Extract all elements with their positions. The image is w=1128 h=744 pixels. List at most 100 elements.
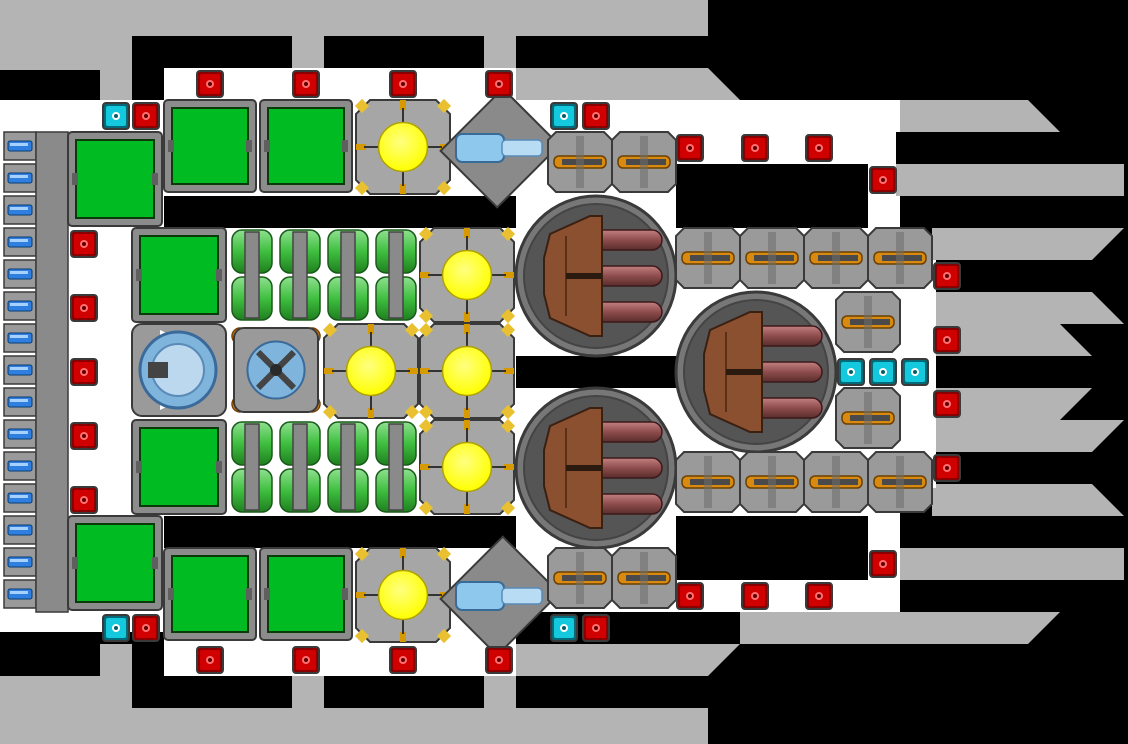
ship-blocks <box>3 70 961 674</box>
cooling-unit <box>439 87 561 209</box>
red-block <box>676 582 704 610</box>
thruster <box>611 547 677 609</box>
battery-cell <box>3 323 37 353</box>
cyan-block <box>550 614 578 642</box>
battery-cell <box>3 515 37 545</box>
battery-cell <box>3 579 37 609</box>
empty-void <box>516 356 678 388</box>
hull-plate <box>932 484 1124 516</box>
storage-crate <box>131 227 227 323</box>
cyan-block <box>837 358 865 386</box>
fuel-tank <box>279 229 321 321</box>
hull-plate <box>896 164 1124 196</box>
battery-cell <box>3 195 37 225</box>
red-block <box>132 102 160 130</box>
red-block <box>933 454 961 482</box>
thruster <box>867 227 933 289</box>
thruster <box>675 451 741 513</box>
red-block <box>741 134 769 162</box>
power-core <box>418 226 516 324</box>
battery-rail <box>35 131 69 613</box>
deck-floor <box>516 100 900 132</box>
heavy-cannon <box>674 290 838 454</box>
hull-plate <box>516 68 740 100</box>
power-core <box>418 418 516 516</box>
red-block <box>741 582 769 610</box>
battery-cell <box>3 483 37 513</box>
red-block <box>933 262 961 290</box>
power-core <box>322 322 420 420</box>
battery-cell <box>3 131 37 161</box>
hull-plate <box>516 644 740 676</box>
red-block <box>485 70 513 98</box>
storage-crate <box>131 419 227 515</box>
thruster <box>547 131 613 193</box>
battery-cell <box>3 419 37 449</box>
battery-cell <box>3 355 37 385</box>
battery-cell <box>3 451 37 481</box>
hull-plate <box>484 36 516 70</box>
cooling-fan <box>233 327 319 413</box>
thruster <box>835 291 901 353</box>
red-block <box>292 646 320 674</box>
deck-floor <box>676 132 896 168</box>
hull-plate <box>0 0 708 36</box>
red-block <box>805 582 833 610</box>
thruster <box>675 227 741 289</box>
hull-plate <box>0 708 708 744</box>
thruster <box>803 227 869 289</box>
storage-crate <box>163 99 257 193</box>
storage-crate <box>67 515 163 611</box>
red-block <box>70 294 98 322</box>
red-block <box>70 486 98 514</box>
hull-plate <box>0 36 100 70</box>
battery-cell <box>3 387 37 417</box>
hull-plate <box>932 388 1092 420</box>
cyan-block <box>550 102 578 130</box>
storage-crate <box>259 99 353 193</box>
hull-plate <box>292 36 324 70</box>
hull-plate <box>100 644 132 708</box>
battery-cell <box>3 227 37 257</box>
heavy-cannon <box>514 386 678 550</box>
red-block <box>933 326 961 354</box>
cyan-block <box>102 614 130 642</box>
red-block <box>805 134 833 162</box>
power-core <box>354 98 452 196</box>
empty-void <box>164 516 516 548</box>
battery-cell <box>3 291 37 321</box>
hull-plate <box>0 676 100 708</box>
power-core <box>418 322 516 420</box>
storage-crate <box>259 547 353 641</box>
thruster <box>835 387 901 449</box>
storage-crate <box>163 547 257 641</box>
thruster <box>547 547 613 609</box>
storage-crate <box>67 131 163 227</box>
battery-cell <box>3 259 37 289</box>
fuel-tank <box>279 421 321 513</box>
fuel-tank <box>231 229 273 321</box>
thruster <box>803 451 869 513</box>
red-block <box>70 230 98 258</box>
thruster <box>867 451 933 513</box>
battery-cell <box>3 163 37 193</box>
red-block <box>582 102 610 130</box>
hull-plate <box>932 292 1124 324</box>
red-block <box>292 70 320 98</box>
red-block <box>389 70 417 98</box>
red-block <box>485 646 513 674</box>
fuel-tank <box>231 421 273 513</box>
red-block <box>132 614 160 642</box>
fuel-tank <box>327 421 369 513</box>
hull-plate <box>932 420 1124 452</box>
red-block <box>933 390 961 418</box>
hull-plate <box>932 228 1124 260</box>
hull-plate <box>896 548 1124 580</box>
red-block <box>582 614 610 642</box>
cyan-block <box>102 102 130 130</box>
fuel-tank <box>375 421 417 513</box>
red-block <box>70 358 98 386</box>
thruster <box>611 131 677 193</box>
